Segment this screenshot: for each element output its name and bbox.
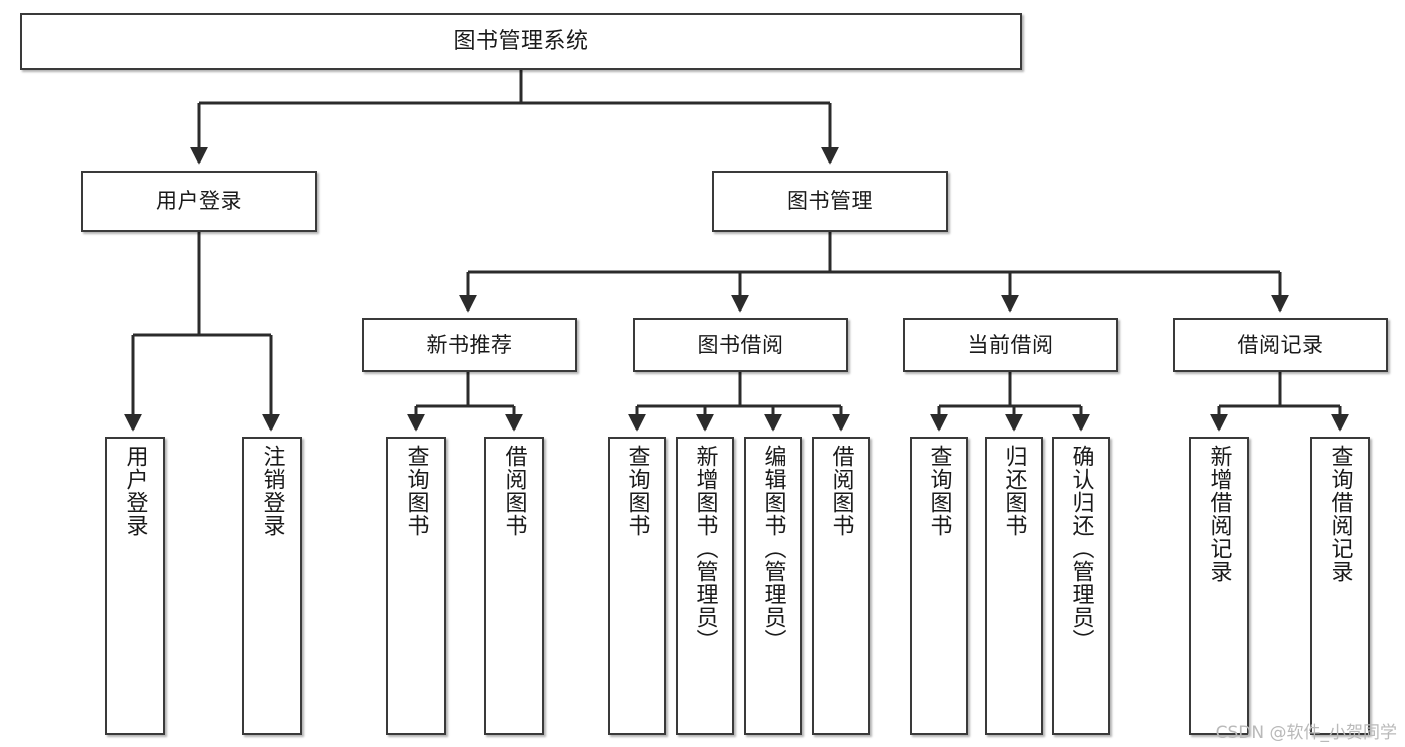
- node-leaf-query-book-3[interactable]: 查询图书: [910, 437, 968, 735]
- node-leaf-borrow-book-2-label: 借阅图书: [828, 445, 854, 537]
- node-leaf-edit-book-label: 编辑图书（管理员）: [760, 445, 786, 652]
- node-book-borrow[interactable]: 图书借阅: [633, 318, 848, 372]
- node-leaf-return-book-label: 归还图书: [1001, 445, 1027, 537]
- node-leaf-query-book-1-label: 查询图书: [403, 445, 429, 537]
- node-book-borrow-label: 图书借阅: [697, 332, 784, 357]
- node-user-login-label: 用户登录: [156, 189, 242, 214]
- node-leaf-borrow-book-1-label: 借阅图书: [501, 445, 527, 537]
- node-current-borrow-label: 当前借阅: [967, 332, 1054, 357]
- node-leaf-query-book-1[interactable]: 查询图书: [386, 437, 446, 735]
- node-leaf-return-book[interactable]: 归还图书: [985, 437, 1043, 735]
- node-borrow-record[interactable]: 借阅记录: [1173, 318, 1388, 372]
- node-leaf-query-book-2-label: 查询图书: [624, 445, 650, 537]
- node-user-login[interactable]: 用户登录: [81, 171, 317, 232]
- node-leaf-add-record[interactable]: 新增借阅记录: [1189, 437, 1249, 735]
- node-leaf-query-record[interactable]: 查询借阅记录: [1310, 437, 1370, 735]
- node-leaf-confirm-return-label: 确认归还（管理员）: [1068, 445, 1094, 652]
- csdn-watermark: CSDN @软件_小贺同学: [1215, 723, 1397, 743]
- node-leaf-logout[interactable]: 注销登录: [242, 437, 302, 735]
- node-leaf-borrow-book-2[interactable]: 借阅图书: [812, 437, 870, 735]
- node-leaf-edit-book[interactable]: 编辑图书（管理员）: [744, 437, 802, 735]
- node-root[interactable]: 图书管理系统: [20, 13, 1022, 70]
- node-leaf-query-book-3-label: 查询图书: [926, 445, 952, 537]
- node-book-manage-label: 图书管理: [787, 189, 873, 214]
- node-leaf-user-login[interactable]: 用户登录: [105, 437, 165, 735]
- node-new-book-rec-label: 新书推荐: [426, 332, 513, 357]
- node-new-book-rec[interactable]: 新书推荐: [362, 318, 577, 372]
- node-leaf-user-login-label: 用户登录: [122, 445, 148, 537]
- node-root-label: 图书管理系统: [453, 28, 589, 54]
- node-leaf-logout-label: 注销登录: [259, 445, 285, 537]
- node-leaf-query-book-2[interactable]: 查询图书: [608, 437, 666, 735]
- node-leaf-borrow-book-1[interactable]: 借阅图书: [484, 437, 544, 735]
- node-book-manage[interactable]: 图书管理: [712, 171, 948, 232]
- node-borrow-record-label: 借阅记录: [1237, 332, 1324, 357]
- node-leaf-add-book[interactable]: 新增图书（管理员）: [676, 437, 734, 735]
- node-leaf-add-record-label: 新增借阅记录: [1206, 445, 1232, 583]
- node-leaf-add-book-label: 新增图书（管理员）: [692, 445, 718, 652]
- node-current-borrow[interactable]: 当前借阅: [903, 318, 1118, 372]
- node-leaf-confirm-return[interactable]: 确认归还（管理员）: [1052, 437, 1110, 735]
- node-leaf-query-record-label: 查询借阅记录: [1327, 445, 1353, 583]
